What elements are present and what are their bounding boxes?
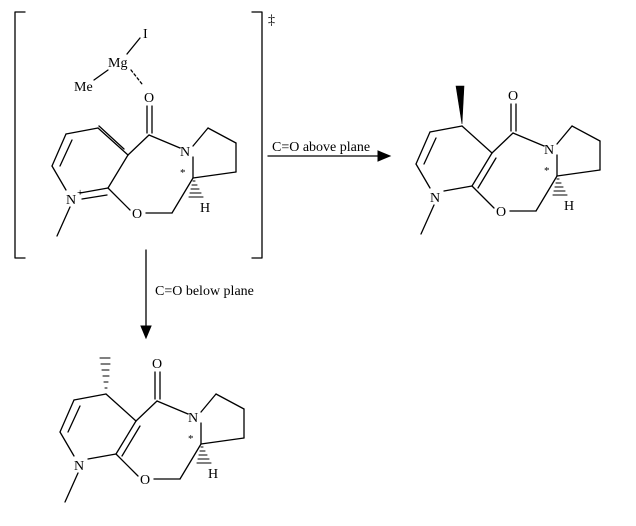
ring-bond — [87, 453, 117, 460]
ring-bond-double — [81, 194, 108, 200]
ring-bond — [556, 169, 601, 177]
product-below-plane: O N O N * H — [59, 357, 245, 503]
amide-nitrogen-label: N — [544, 143, 554, 158]
carbonyl-oxygen-label: O — [508, 89, 518, 104]
pyridinium-nitrogen-label: N — [66, 193, 76, 208]
dagger-symbol: ‡ — [268, 13, 275, 28]
arrowhead — [140, 325, 152, 340]
ring-bond — [443, 185, 473, 192]
stereocenter-marker: * — [180, 167, 186, 179]
ring-bond — [429, 125, 463, 133]
ring-bond — [415, 131, 431, 165]
product-above-plane: O N O N * H — [415, 85, 601, 235]
ring-bond-double — [67, 405, 81, 433]
carbonyl-oxygen-label: O — [152, 357, 162, 372]
n-methyl-bond — [56, 206, 71, 237]
mg-me-bond — [93, 69, 109, 81]
hashed-bond-to-h — [196, 446, 212, 464]
arrow-above-plane: C=O above plane — [267, 140, 392, 162]
ring-bond — [156, 400, 189, 415]
iodine-label: I — [143, 27, 148, 42]
arrow-label-below-plane: C=O below plane — [155, 284, 254, 299]
magnesium-label: Mg — [108, 56, 127, 71]
wedge-methyl-bond — [455, 85, 465, 125]
ring-nitrogen-label: N — [430, 191, 440, 206]
ring-bond — [97, 127, 129, 156]
carbonyl-oxygen-label: O — [144, 91, 154, 106]
ring-bond — [192, 127, 209, 147]
ring-bond-double — [121, 425, 141, 457]
ether-oxygen-label: O — [140, 473, 150, 488]
ring-bond — [115, 420, 137, 455]
mg-o-coordination — [130, 69, 143, 85]
ring-nitrogen-label: N — [74, 459, 84, 474]
n-methyl-bond — [420, 204, 435, 235]
ring-bond — [471, 152, 493, 187]
ring-bond — [59, 399, 75, 433]
ring-bond — [471, 185, 495, 209]
hashed-bond-to-h — [188, 180, 204, 198]
ring-bond — [192, 171, 237, 179]
ring-bond — [215, 393, 245, 410]
ring-bond — [59, 431, 75, 457]
ring-bond — [51, 165, 67, 191]
ring-bond-double — [477, 157, 497, 189]
n-methyl-bond — [64, 472, 79, 503]
ring-bond — [491, 132, 514, 154]
transition-state: ‡ I Mg Me O N + O N — [14, 11, 275, 259]
ring-bond — [200, 393, 217, 413]
hashed-bond-to-h — [552, 178, 568, 196]
stereocenter-marker: * — [188, 433, 194, 445]
ring-bond — [535, 175, 558, 212]
ring-bond-double — [59, 139, 73, 167]
methyl-label: Me — [74, 80, 93, 95]
ring-bond — [105, 393, 137, 422]
amide-nitrogen-label: N — [180, 145, 190, 160]
left-bracket — [14, 11, 26, 259]
ring-bond — [179, 443, 202, 480]
ring-bond — [461, 125, 493, 154]
ether-oxygen-label: O — [496, 205, 506, 220]
ring-bond — [107, 154, 129, 189]
right-bracket — [251, 11, 263, 259]
ring-bond — [65, 127, 99, 135]
arrowhead — [377, 150, 392, 162]
ring-bond — [171, 177, 194, 214]
ether-oxygen-label: O — [132, 207, 142, 222]
ring-bond — [200, 437, 245, 445]
ring-bond — [207, 127, 237, 144]
ring-bond-double — [423, 137, 437, 165]
ring-bond — [115, 453, 139, 477]
ring-bond — [135, 400, 158, 422]
ring-bond — [51, 133, 67, 167]
ring-bond-double — [98, 125, 125, 150]
ring-bond — [79, 187, 109, 194]
stereo-hydrogen-label: H — [200, 201, 210, 216]
ring-bond — [415, 163, 431, 189]
arrow-label-above-plane: C=O above plane — [272, 140, 370, 155]
stereo-hydrogen-label: H — [564, 199, 574, 214]
ring-bond — [127, 134, 150, 156]
amide-nitrogen-label: N — [188, 411, 198, 426]
stereo-hydrogen-label: H — [208, 467, 218, 482]
ring-bond — [556, 125, 573, 145]
ring-bond — [148, 134, 181, 149]
arrow-below-plane: C=O below plane — [140, 249, 254, 340]
ring-bond — [571, 125, 601, 142]
mg-i-bond — [126, 37, 141, 55]
stereocenter-marker: * — [544, 165, 550, 177]
ring-bond — [73, 393, 107, 401]
ring-bond — [107, 187, 131, 211]
hashed-methyl-bond — [99, 357, 111, 389]
ring-bond — [512, 132, 545, 147]
